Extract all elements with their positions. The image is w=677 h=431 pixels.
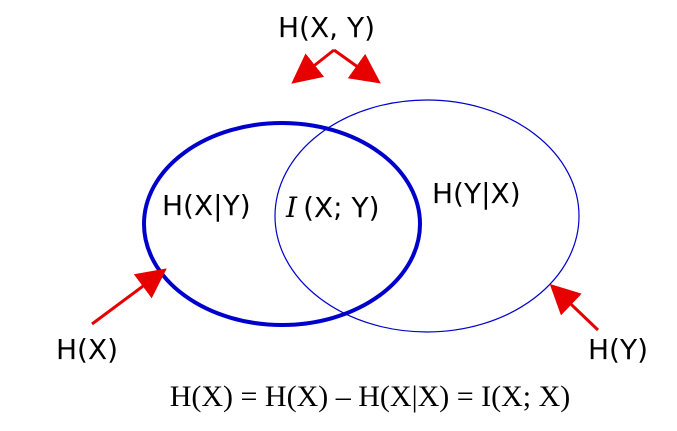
- arrow-joint-left: [291, 48, 335, 84]
- arrow-hx: [91, 268, 167, 326]
- arrow-joint-right: [333, 48, 381, 84]
- formula-caption: H(X) = H(X) – H(X|X) = I(X; X): [169, 380, 571, 413]
- label-entropy-y: H(Y): [588, 333, 649, 366]
- circle-y: [274, 99, 580, 333]
- mutual-info-symbol: I: [286, 191, 298, 224]
- label-entropy-x: H(X): [56, 333, 119, 366]
- label-mutual-information: I(X; Y): [286, 194, 380, 222]
- mutual-info-args: (X; Y): [303, 191, 380, 224]
- circle-x: [142, 121, 422, 327]
- arrow-hy: [549, 283, 600, 332]
- label-h-x-given-y: H(X|Y): [162, 189, 251, 222]
- label-joint-entropy: H(X, Y): [278, 11, 375, 44]
- label-h-y-given-x: H(Y|X): [432, 177, 521, 210]
